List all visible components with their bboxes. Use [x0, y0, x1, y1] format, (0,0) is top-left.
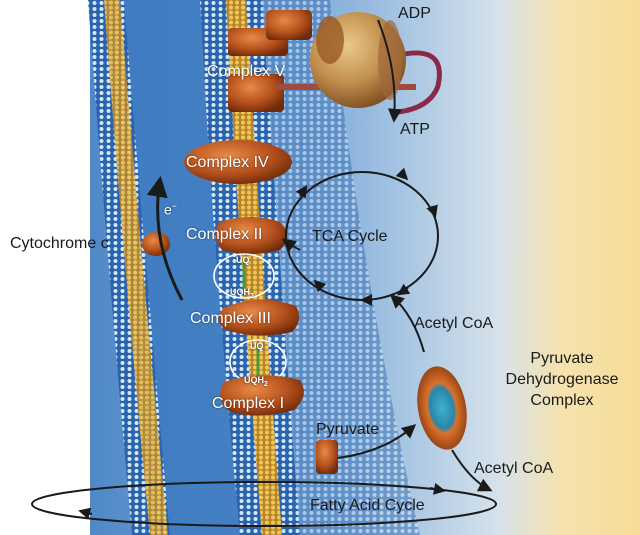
- uq-lower-label: UQ: [250, 341, 264, 351]
- uqh2-lower-label: UQH2: [244, 376, 268, 388]
- outer-membrane-lipids: [104, 0, 168, 535]
- acetyl-coa-into-tca-arrow: [389, 294, 425, 353]
- tca-cycle-label: TCA Cycle: [312, 228, 388, 245]
- pyruvate-transporter: [316, 440, 338, 474]
- pdh-complex-shape: [417, 366, 467, 450]
- fatty-acid-cycle-label: Fatty Acid Cycle: [310, 497, 425, 514]
- uqh2-upper-label: UQH2: [230, 288, 254, 300]
- complex-iii-shape: [218, 299, 300, 336]
- pdh-line-3: Complex: [530, 392, 594, 409]
- pdh-line-1: Pyruvate: [530, 350, 594, 367]
- complex-i-label: Complex I: [212, 395, 285, 412]
- complex-v-label: Complex V: [207, 63, 286, 80]
- atp-label: ATP: [400, 121, 430, 138]
- uqh2-lower-subscript: 2: [264, 380, 268, 388]
- intermembrane-space: [124, 0, 240, 535]
- uq-cycle-upper: [213, 253, 275, 299]
- atp-synthase-head: [310, 12, 442, 115]
- complex-ii-shape: [215, 217, 287, 254]
- uqh2-upper-text: UQH: [230, 287, 250, 297]
- complex-iii-label: Complex III: [190, 310, 271, 327]
- uqh2-upper-subscript: 2: [250, 292, 254, 300]
- cytochrome-c-shape: [142, 232, 170, 256]
- uq-upper-label: UQ: [236, 255, 250, 265]
- pdh-to-acetyl-coa-arrow: [451, 449, 493, 492]
- pdh-line-2: Dehydrogenase: [505, 371, 619, 388]
- outer-space: [0, 0, 90, 535]
- tca-to-complex-ii-arrow: [281, 238, 301, 253]
- electron-charge: −: [171, 201, 178, 211]
- complex-iv-shape: [184, 140, 292, 184]
- pyruvate-to-pdh-arrow: [337, 424, 417, 459]
- fatty-acid-cycle-loop: [31, 481, 497, 527]
- acetyl-coa-bottom-label: Acetyl CoA: [474, 460, 554, 477]
- electron-flow-arrow: [146, 175, 184, 301]
- acetyl-coa-top-label: Acetyl CoA: [414, 315, 494, 332]
- electron-symbol: e: [164, 201, 172, 218]
- cytochrome-c-label: Cytochrome c: [10, 235, 109, 252]
- uqh2-lower-text: UQH: [244, 375, 264, 385]
- pdh-complex-label: Pyruvate Dehydrogenase Complex: [492, 348, 632, 411]
- pyruvate-label: Pyruvate: [316, 421, 380, 438]
- matrix-membrane-texture: [262, 0, 420, 535]
- adp-atp-arrow: [377, 19, 402, 123]
- tca-cycle-loop: [285, 167, 439, 306]
- complex-ii-label: Complex II: [186, 226, 263, 243]
- electron-label: e−: [164, 202, 177, 217]
- complex-i-shape: [220, 375, 304, 416]
- complex-iv-label: Complex IV: [186, 154, 269, 171]
- adp-label: ADP: [398, 5, 431, 22]
